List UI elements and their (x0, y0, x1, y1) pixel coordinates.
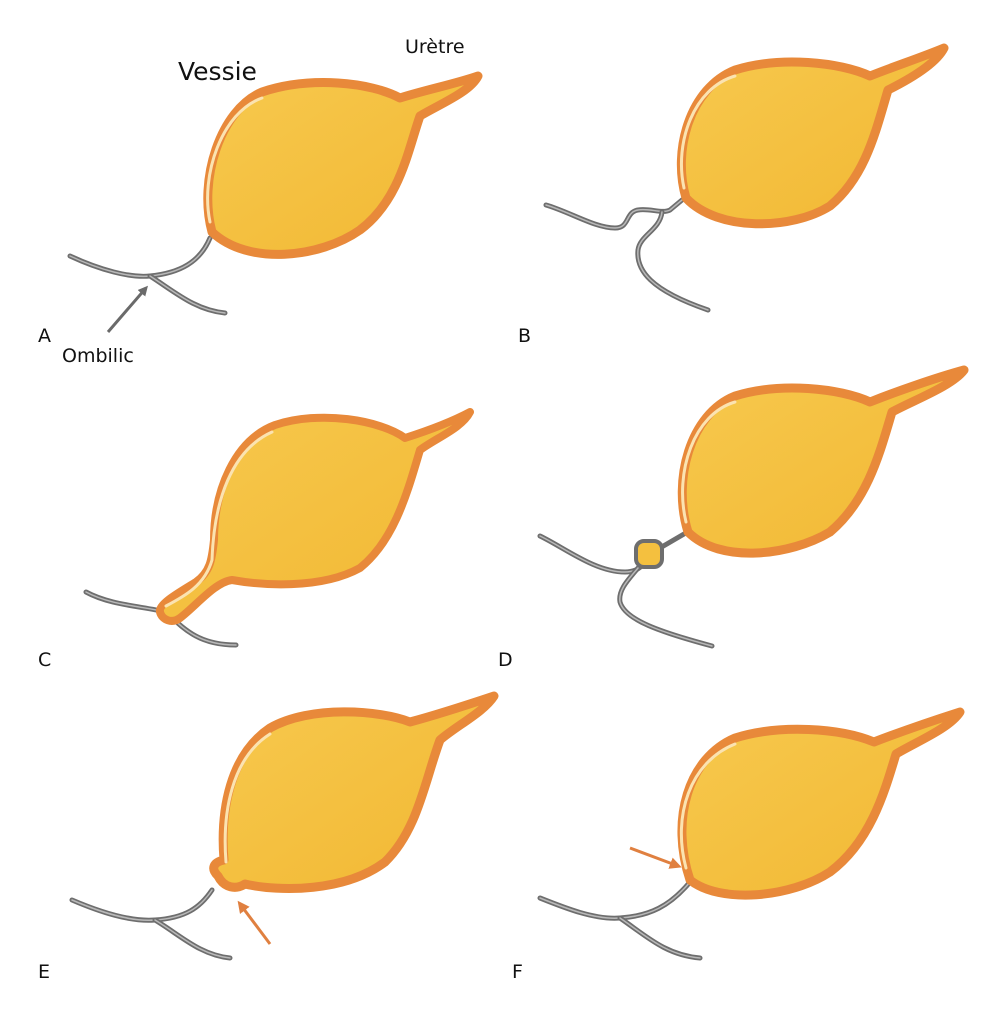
panel-letter-b: B (518, 325, 531, 347)
panel-letter-d: D (498, 649, 513, 671)
bladder-shape (677, 707, 965, 900)
umbilical-cord (67, 235, 228, 316)
panel-letter-e: E (38, 961, 50, 983)
bladder-shape (209, 691, 499, 893)
ombilic-arrow (106, 285, 148, 333)
umbilical-cord (537, 531, 715, 649)
bladder-shape (203, 71, 483, 259)
panel-d: D (498, 365, 969, 671)
umbilical-cord (543, 197, 711, 313)
vessie-label: Vessie (178, 57, 257, 86)
bladder-shape (676, 43, 949, 229)
bladder-shape (156, 408, 474, 625)
uretre-label: Urètre (405, 36, 465, 58)
panel-a: Vessie Urètre Ombilic A (38, 36, 483, 367)
panel-e: E (38, 691, 499, 983)
umbilical-cord (537, 879, 703, 961)
panel-letter-f: F (512, 961, 523, 983)
urachal-cyst (634, 539, 664, 569)
panel-c: C (38, 408, 474, 671)
panel-f: F (512, 707, 965, 983)
bladder-shape (677, 365, 969, 558)
diverticulum-arrow (237, 900, 272, 945)
panel-letter-c: C (38, 649, 51, 671)
panel-letter-a: A (38, 325, 51, 347)
umbilical-cord (69, 887, 233, 961)
panel-b: B (518, 43, 949, 347)
ombilic-label: Ombilic (62, 345, 134, 367)
sinus-arrow (629, 846, 682, 869)
